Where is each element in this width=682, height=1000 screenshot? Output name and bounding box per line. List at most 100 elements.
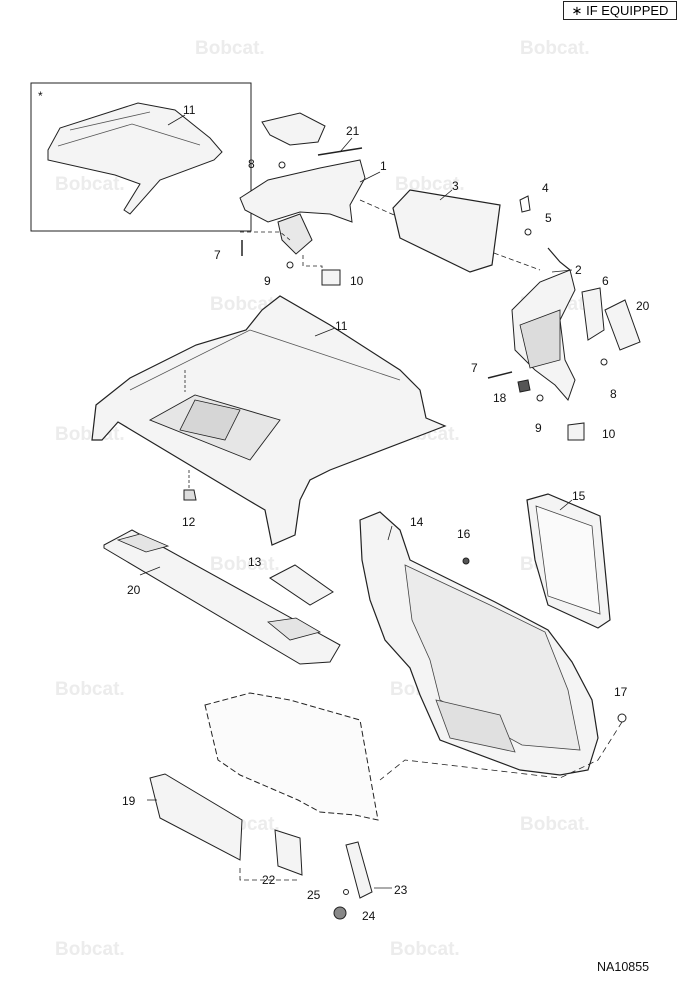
- seal-strip: [547, 247, 571, 271]
- rear-panel-recess: [435, 699, 516, 753]
- callout-11: 11: [335, 319, 348, 333]
- strip-cutout: [267, 617, 322, 641]
- callout-12: 12: [182, 515, 196, 529]
- screw-part-5: [524, 228, 532, 236]
- callout-9-right: 9: [535, 421, 542, 435]
- watermark: Bobcat.: [55, 174, 125, 195]
- callout-20-left: 20: [127, 583, 141, 597]
- headliner-crease: [129, 329, 401, 391]
- inset-if-equipped: *: [30, 82, 252, 232]
- inset-marker: *: [38, 89, 43, 103]
- callout-13: 13: [248, 555, 262, 569]
- callout-21: 21: [346, 124, 360, 138]
- leader-line: [359, 171, 381, 183]
- rear-panel-part-14: [359, 511, 599, 776]
- legend-symbol: ∗: [571, 3, 583, 18]
- callout-10-left: 10: [350, 274, 364, 288]
- pad-part-19: [149, 773, 243, 861]
- headliner-crease: [69, 111, 151, 131]
- assembly-line: [359, 199, 541, 271]
- callout-19: 19: [122, 794, 136, 808]
- inset-frame: [30, 82, 252, 232]
- callout-6: 6: [602, 274, 609, 288]
- callout-16: 16: [457, 527, 471, 541]
- callout-25: 25: [307, 888, 321, 902]
- rear-window-glass: [535, 505, 601, 615]
- leader-line: [551, 269, 573, 273]
- watermark: Bobcat.: [195, 38, 265, 59]
- leader-line: [167, 114, 186, 126]
- callout-2: 2: [575, 263, 582, 277]
- watermark: Bobcat.: [395, 174, 465, 195]
- fastener-part-16: [462, 557, 470, 565]
- pad-part-22: [274, 829, 303, 876]
- fastener-9: [286, 261, 294, 269]
- left-pillar-trim-assembly: [239, 112, 541, 286]
- leader-line: [339, 137, 353, 153]
- callout-11-inset: 11: [183, 103, 196, 117]
- watermark: Bobcat.: [55, 679, 125, 700]
- callout-17: 17: [614, 685, 628, 699]
- cover-plate: [261, 112, 326, 146]
- watermark: Bobcat.: [55, 424, 125, 445]
- leader-line: [314, 327, 336, 337]
- callout-20-right: 20: [636, 299, 650, 313]
- clip-10-right: [567, 422, 585, 441]
- screw-part-25: [343, 889, 349, 895]
- leader-line: [559, 499, 573, 511]
- plug-part-24: [333, 906, 347, 920]
- fastener-part-17: [617, 713, 627, 723]
- callout-15: 15: [572, 489, 586, 503]
- callout-22: 22: [262, 873, 276, 887]
- callout-14: 14: [410, 515, 424, 529]
- callout-7-left: 7: [214, 248, 221, 262]
- watermark: Bobcat.: [390, 939, 460, 960]
- callout-4: 4: [542, 181, 549, 195]
- pillar-bracket: [277, 213, 313, 255]
- watermark: Bobcat.: [520, 38, 590, 59]
- pillar-trim-part-1: [239, 159, 366, 223]
- assembly-line: [302, 255, 323, 272]
- assembly-line: [239, 868, 300, 881]
- headliner-opening: [179, 399, 241, 441]
- clip-part-4: [519, 195, 531, 213]
- watermark: Bobcat.: [210, 554, 280, 575]
- assembly-line: [379, 721, 623, 781]
- right-pillar-trim-assembly: [487, 195, 641, 441]
- if-equipped-legend: ∗ IF EQUIPPED: [563, 1, 677, 20]
- strip-cutout: [116, 533, 170, 553]
- callout-8-left: 8: [248, 157, 255, 171]
- watermark: Bobcat.: [55, 939, 125, 960]
- fastener-8: [278, 161, 286, 169]
- callout-18: 18: [493, 391, 507, 405]
- grommet-part-12: [183, 489, 197, 501]
- leader-line: [387, 525, 393, 541]
- fastener-8-right: [600, 358, 608, 366]
- leader-line: [439, 189, 453, 201]
- bracket-part-23: [345, 841, 373, 899]
- headliner-part-11: [91, 295, 447, 546]
- pillar-inner-detail: [519, 309, 561, 369]
- leader-line: [139, 566, 161, 576]
- callout-3: 3: [452, 179, 459, 193]
- pad-part-13: [269, 564, 334, 606]
- callout-9-left: 9: [264, 274, 271, 288]
- nut-part-18: [517, 379, 531, 393]
- callout-5: 5: [545, 211, 552, 225]
- callout-1: 1: [380, 159, 387, 173]
- screw-7-right: [487, 371, 513, 379]
- bracket-part-6: [581, 287, 605, 341]
- fastener-9-right: [536, 394, 544, 402]
- drawing-number: NA10855: [597, 960, 650, 974]
- callout-23: 23: [394, 883, 408, 897]
- callout-7-right: 7: [471, 361, 478, 375]
- legend-text: IF EQUIPPED: [586, 3, 669, 18]
- clip-10: [321, 269, 341, 286]
- watermark: Bobcat.: [520, 814, 590, 835]
- panel-part-3: [392, 189, 501, 273]
- callout-labels: 11 21 8 1 3 4 5 7 2 9 10 6 20 11 7 8 18 …: [122, 103, 650, 923]
- lower-cover-phantom: [204, 692, 379, 821]
- callout-10-right: 10: [602, 427, 616, 441]
